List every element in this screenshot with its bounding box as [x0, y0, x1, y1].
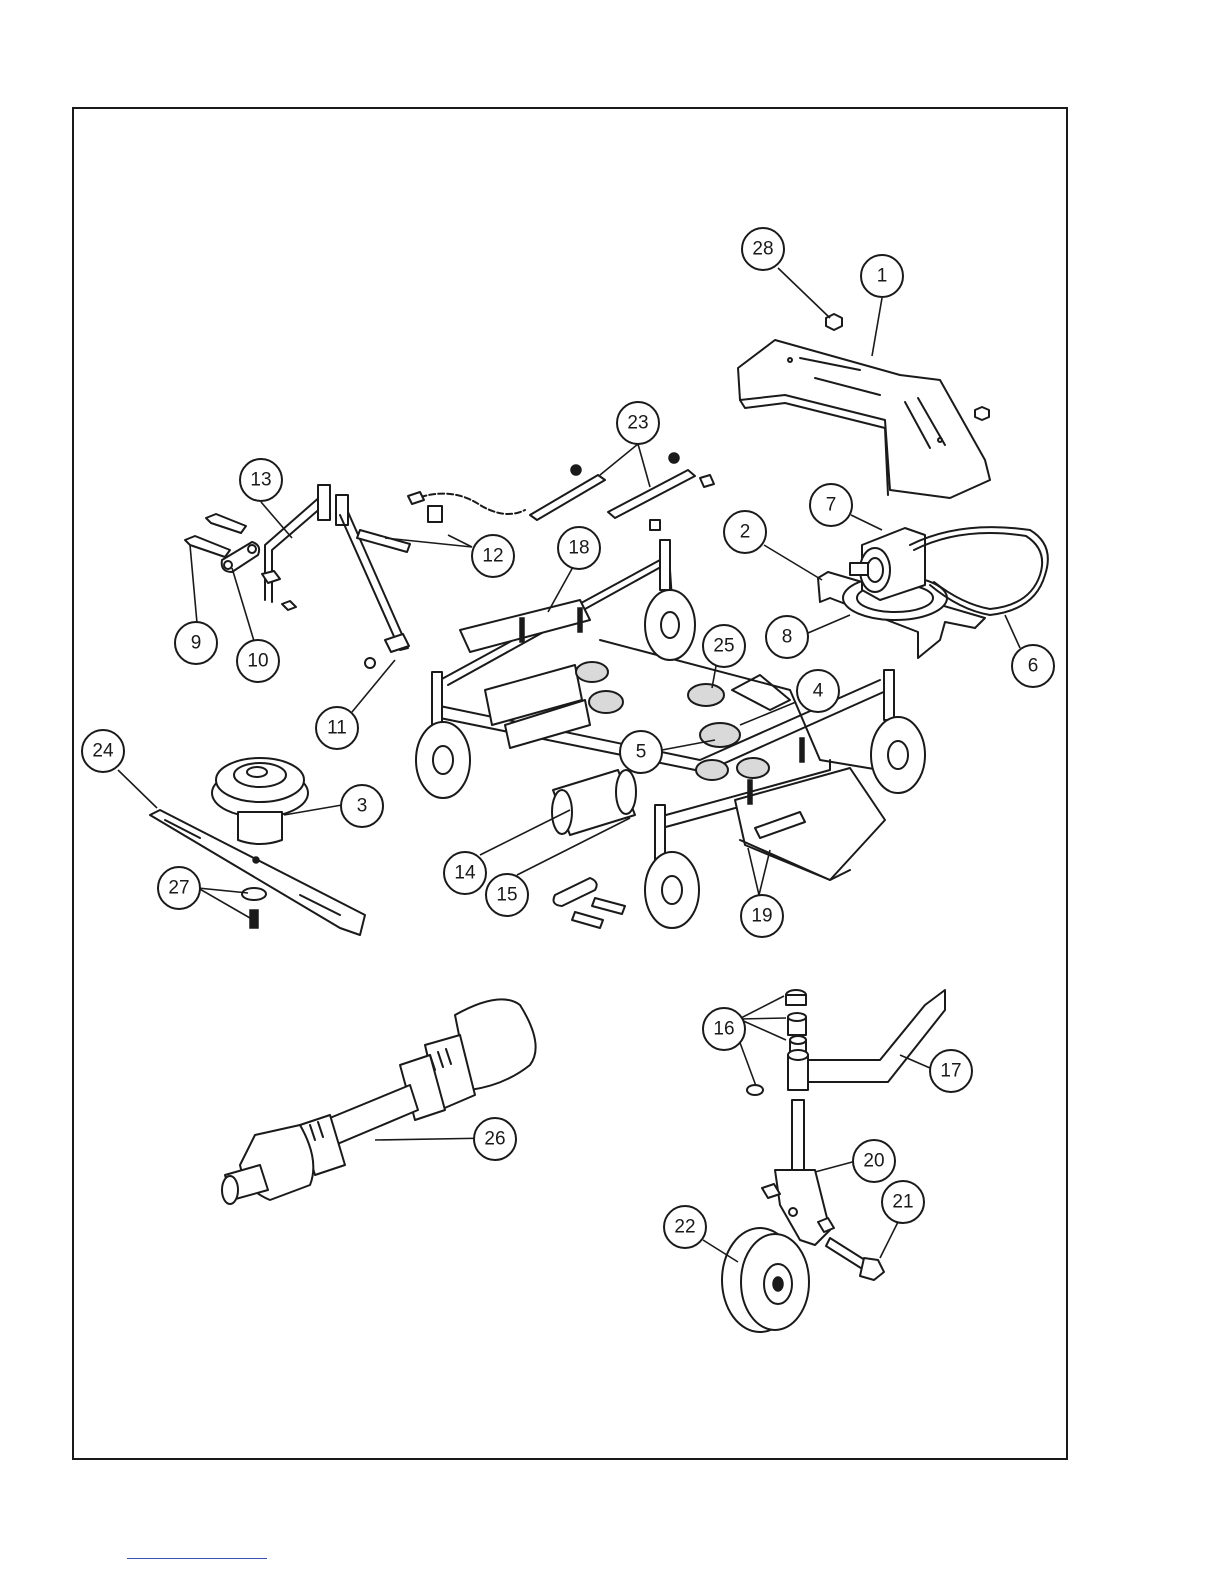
svg-text:17: 17 [940, 1061, 961, 1082]
callout-24: 24 [82, 730, 124, 772]
callout-21: 21 [882, 1181, 924, 1223]
svg-text:7: 7 [826, 495, 837, 516]
blade-bolt-part [242, 888, 266, 928]
svg-text:16: 16 [713, 1019, 734, 1040]
svg-text:25: 25 [713, 636, 734, 657]
svg-text:10: 10 [247, 651, 268, 672]
callout-11: 11 [316, 707, 358, 749]
callout-2: 2 [724, 511, 766, 553]
callout-18: 18 [558, 527, 600, 569]
callout-13: 13 [240, 459, 282, 501]
callout-7: 7 [810, 484, 852, 526]
callout-1: 1 [861, 255, 903, 297]
svg-text:19: 19 [751, 906, 772, 927]
svg-text:1: 1 [877, 266, 888, 287]
svg-text:8: 8 [782, 627, 793, 648]
callout-22: 22 [664, 1206, 706, 1248]
callout-27: 27 [158, 867, 200, 909]
chain-adjuster-part [408, 453, 714, 530]
callout-5: 5 [620, 731, 662, 773]
callout-19: 19 [741, 895, 783, 937]
svg-text:24: 24 [92, 741, 114, 762]
callout-4: 4 [797, 670, 839, 712]
svg-text:12: 12 [482, 546, 503, 567]
caster-assembly-part [722, 990, 945, 1332]
callout-12: 12 [472, 535, 514, 577]
svg-text:18: 18 [568, 538, 589, 559]
hitch-assembly-part [185, 485, 410, 668]
svg-text:15: 15 [496, 885, 517, 906]
callout-28: 28 [742, 228, 784, 270]
callout-17: 17 [930, 1050, 972, 1092]
callout-23: 23 [617, 402, 659, 444]
callout-6: 6 [1012, 645, 1054, 687]
svg-text:22: 22 [674, 1217, 695, 1238]
footer-rule [127, 1558, 267, 1559]
svg-text:26: 26 [484, 1129, 505, 1150]
callout-10: 10 [237, 640, 279, 682]
svg-text:13: 13 [250, 470, 271, 491]
callout-26: 26 [474, 1118, 516, 1160]
svg-text:28: 28 [752, 239, 773, 260]
callout-16: 16 [703, 1008, 745, 1050]
callout-15: 15 [486, 874, 528, 916]
spindle-part [212, 758, 308, 844]
callout-14: 14 [444, 852, 486, 894]
svg-text:14: 14 [454, 863, 476, 884]
svg-text:6: 6 [1028, 656, 1039, 677]
svg-text:27: 27 [168, 878, 189, 899]
callout-9: 9 [175, 622, 217, 664]
gearbox-assembly-part [818, 527, 1048, 658]
svg-text:9: 9 [191, 633, 202, 654]
svg-text:11: 11 [327, 718, 347, 739]
callout-25: 25 [703, 625, 745, 667]
svg-text:3: 3 [357, 796, 368, 817]
svg-text:20: 20 [863, 1151, 884, 1172]
svg-text:23: 23 [627, 413, 648, 434]
callout-8: 8 [766, 616, 808, 658]
driveshaft-part [222, 999, 536, 1204]
svg-text:21: 21 [892, 1192, 913, 1213]
svg-text:4: 4 [813, 681, 824, 702]
callout-3: 3 [341, 785, 383, 827]
svg-text:5: 5 [636, 742, 647, 763]
deck-cover-part [738, 314, 990, 498]
callout-20: 20 [853, 1140, 895, 1182]
svg-text:2: 2 [740, 522, 751, 543]
